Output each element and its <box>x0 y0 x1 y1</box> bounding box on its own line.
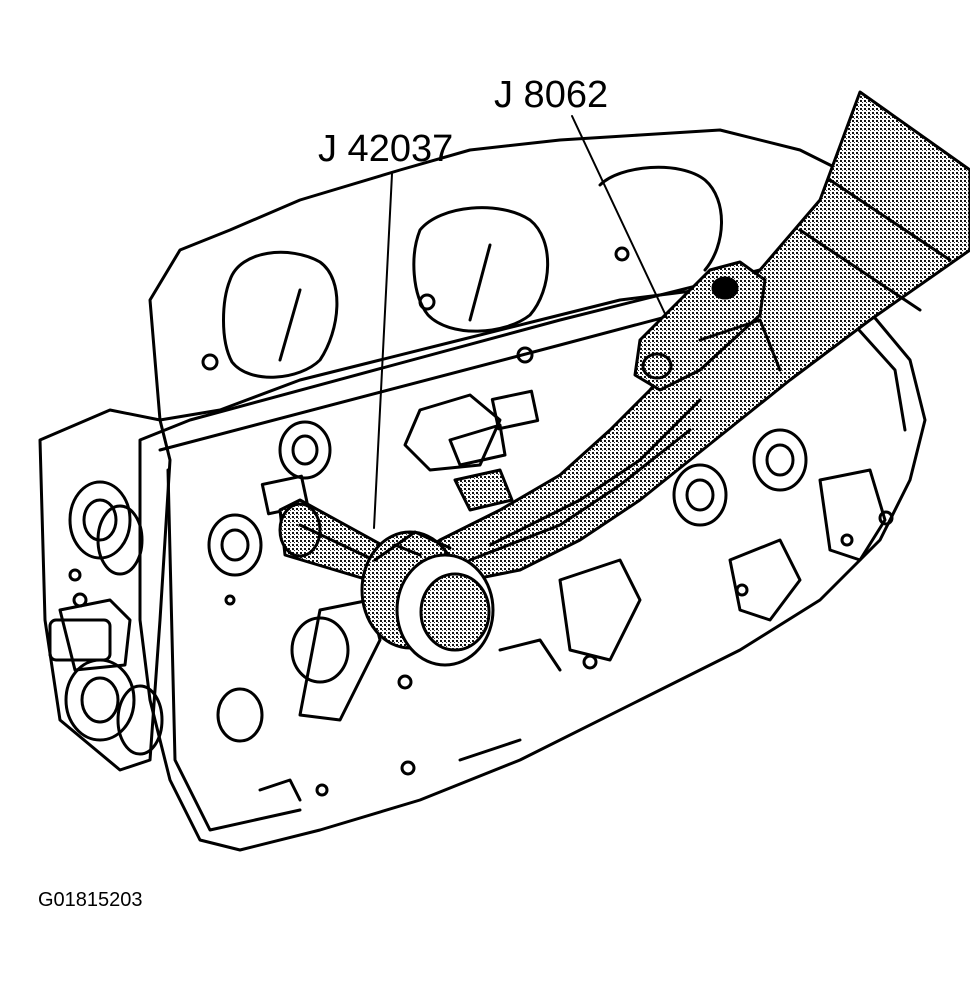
tool-label-j8062: J 8062 <box>494 74 609 116</box>
leader-line-j42037 <box>373 173 393 529</box>
tool-label-j42037: J 42037 <box>318 128 454 170</box>
figure-id: G01815203 <box>38 889 143 911</box>
leader-line-j8062 <box>571 115 668 319</box>
valve-spring-compressor-lever <box>360 90 970 667</box>
cylinder-head-end-face <box>38 408 172 772</box>
valve-spring-pockets <box>207 389 894 802</box>
